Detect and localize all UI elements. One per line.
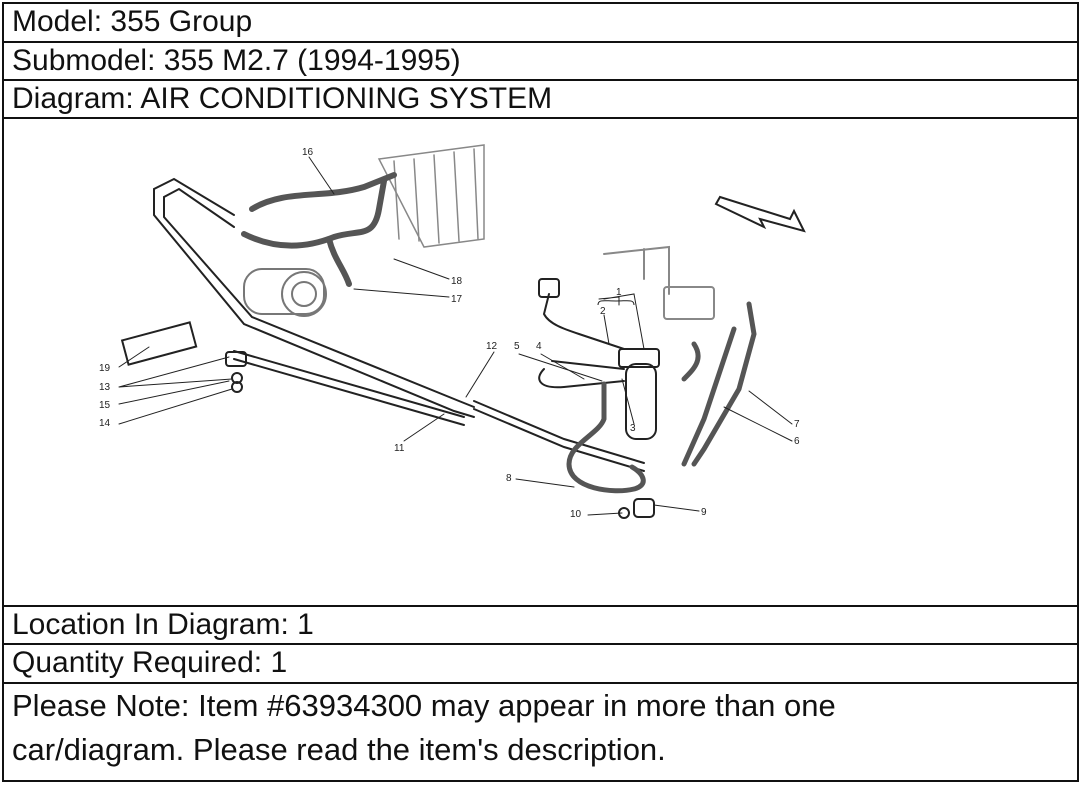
- callout-12: 12: [486, 341, 498, 352]
- callout-13: 13: [99, 382, 111, 393]
- flexible-hoses: [241, 172, 397, 287]
- condenser-outline: [377, 144, 485, 248]
- evaporator-block: [603, 245, 715, 320]
- callout-15: 15: [99, 400, 111, 411]
- callout-2: 2: [600, 306, 606, 317]
- right-hoses: [681, 301, 757, 467]
- callout-16: 16: [302, 147, 314, 158]
- parts-diagram: 1 2 3 4 5 6 7 8 9 10 11 12 13 14 15 16 1…: [4, 119, 1077, 607]
- callout-10: 10: [570, 509, 582, 520]
- pressure-switch-wire: [538, 278, 625, 350]
- callout-labels: 1 2 3 4 5 6 7 8 9 10 11 12 13 14 15 16 1…: [99, 147, 800, 520]
- callout-9: 9: [701, 507, 707, 518]
- callout-8: 8: [506, 473, 512, 484]
- callout-14: 14: [99, 418, 111, 429]
- hose-8: [566, 381, 646, 494]
- air-conditioning-diagram: 1 2 3 4 5 6 7 8 9 10 11 12 13 14 15 16 1…: [99, 144, 806, 520]
- receiver-drier: [538, 348, 660, 440]
- submodel-row: Submodel: 355 M2.7 (1994-1995): [4, 43, 1077, 81]
- note-text: Please Note: Item #63934300 may appear i…: [4, 684, 1077, 780]
- note-line-1: Please Note: Item #63934300 may appear i…: [12, 688, 836, 723]
- model-row: Model: 355 Group: [4, 4, 1077, 43]
- clamp-9: [618, 498, 655, 519]
- callout-6: 6: [794, 436, 800, 447]
- callout-5: 5: [514, 341, 520, 352]
- callout-19: 19: [99, 363, 111, 374]
- callout-18: 18: [451, 276, 463, 287]
- callout-1: 1: [616, 287, 622, 298]
- callout-11: 11: [394, 443, 405, 454]
- leader-lines: [118, 156, 793, 516]
- location-row: Location In Diagram: 1: [4, 607, 1077, 645]
- note-line-2: car/diagram. Please read the item's desc…: [12, 732, 666, 767]
- callout-1-bracket: [597, 300, 635, 306]
- callout-17: 17: [451, 294, 463, 305]
- diagram-title-row: Diagram: AIR CONDITIONING SYSTEM: [4, 81, 1077, 119]
- rigid-pipes: [153, 177, 645, 472]
- direction-arrow: [714, 195, 806, 233]
- compressor: [243, 268, 327, 317]
- callout-4: 4: [536, 341, 542, 352]
- fastener-parts: [120, 321, 247, 393]
- callout-7: 7: [794, 419, 800, 430]
- callout-3: 3: [630, 423, 636, 434]
- quantity-row: Quantity Required: 1: [4, 645, 1077, 684]
